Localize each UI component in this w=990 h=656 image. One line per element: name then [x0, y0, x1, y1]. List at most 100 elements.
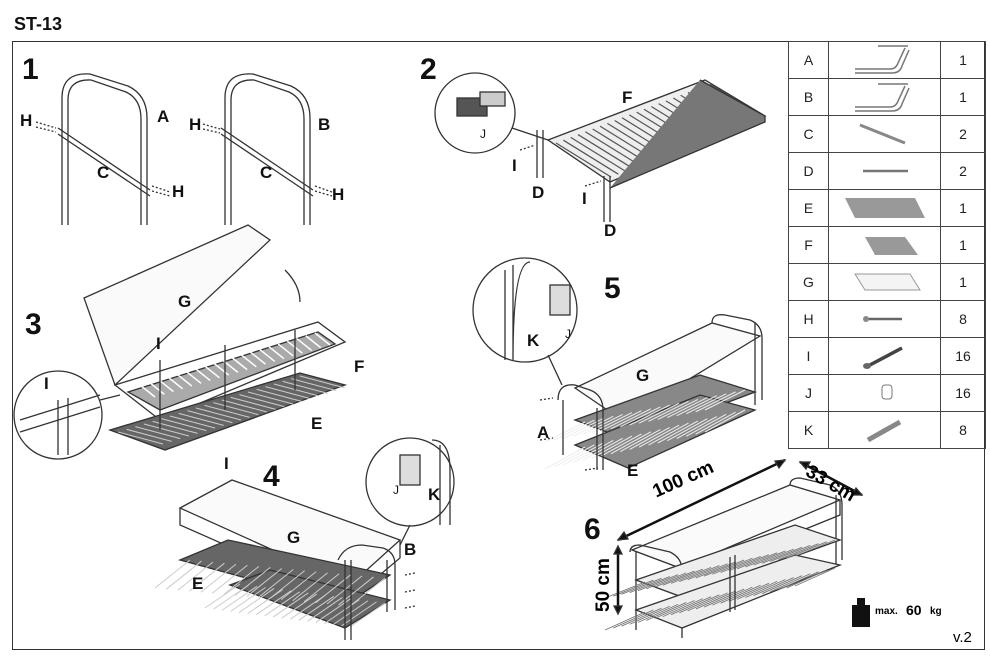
- part-label-d: D: [604, 221, 617, 240]
- slat: [303, 573, 340, 603]
- slat: [737, 552, 778, 570]
- slat: [591, 435, 633, 459]
- step2-shelf-f: [434, 72, 767, 222]
- slat: [555, 142, 612, 178]
- slat: [290, 594, 326, 620]
- slat: [554, 444, 595, 468]
- step-3-number: 3: [25, 308, 42, 341]
- slat: [257, 569, 294, 598]
- part-image: [828, 115, 941, 153]
- slat: [704, 409, 746, 433]
- slat: [544, 421, 586, 443]
- slat: [194, 367, 211, 382]
- part-image: [828, 263, 941, 301]
- slat: [117, 431, 164, 445]
- slat: [604, 581, 646, 599]
- slat: [143, 423, 190, 437]
- slat: [230, 586, 266, 612]
- slat: [282, 380, 328, 394]
- part-image: [828, 374, 941, 412]
- slat: [648, 422, 689, 446]
- part-image: [828, 226, 941, 264]
- slat: [167, 376, 184, 390]
- part-quantity: 1: [940, 226, 986, 264]
- slat: [204, 404, 250, 418]
- slat: [620, 429, 661, 453]
- slat: [667, 418, 708, 442]
- part-label-g: G: [636, 366, 650, 385]
- part-label-e: E: [627, 461, 639, 480]
- slat: [213, 584, 249, 610]
- slat: [654, 570, 695, 588]
- part-label-k: K: [428, 485, 441, 504]
- slat: [629, 404, 670, 426]
- part-label-b: B: [404, 540, 417, 559]
- slat: [187, 410, 233, 424]
- slat: [720, 584, 761, 604]
- slat: [745, 579, 786, 598]
- slat: [314, 332, 331, 346]
- slat: [573, 415, 614, 437]
- slat: [736, 580, 778, 600]
- slat: [250, 351, 266, 365]
- step4-bench-assembly: [154, 437, 455, 640]
- slat: [704, 389, 746, 411]
- slat: [154, 559, 191, 589]
- part-label-i: I: [512, 156, 517, 175]
- slat: [676, 416, 718, 439]
- slat: [185, 370, 202, 384]
- part-label-j: J: [480, 127, 486, 141]
- slat: [662, 568, 703, 586]
- slat: [657, 420, 699, 444]
- part-quantity: 8: [940, 300, 986, 338]
- slat: [685, 393, 727, 415]
- slat: [638, 424, 680, 448]
- slat: [291, 378, 337, 392]
- part-quantity: 2: [940, 115, 986, 153]
- part-id: F: [788, 226, 829, 264]
- slat: [166, 560, 202, 590]
- slat: [239, 394, 285, 408]
- slat: [277, 343, 294, 357]
- slat: [613, 609, 654, 629]
- slat: [770, 545, 811, 562]
- step1-frame-a: [35, 73, 171, 225]
- large-slatted-shelf-icon: [844, 198, 925, 218]
- slat: [246, 568, 283, 597]
- slat: [591, 412, 633, 434]
- slat: [679, 594, 720, 614]
- part-label-c: C: [260, 163, 273, 182]
- slat: [761, 546, 803, 564]
- slat: [212, 564, 248, 594]
- slat: [703, 588, 745, 608]
- slat: [695, 590, 737, 610]
- step-6-number: 6: [584, 513, 601, 546]
- small-slatted-shelf-icon: [864, 237, 918, 255]
- slat: [200, 563, 237, 593]
- part-id: G: [788, 263, 829, 301]
- slat: [221, 585, 258, 611]
- slat: [695, 561, 737, 579]
- slat: [341, 601, 377, 627]
- step-2-number: 2: [420, 53, 437, 86]
- part-id: D: [788, 152, 829, 190]
- part-label-g: G: [287, 528, 301, 547]
- slat: [204, 583, 241, 609]
- slat: [778, 571, 819, 591]
- slat: [657, 398, 699, 420]
- part-label-j: J: [565, 327, 571, 341]
- slat: [646, 602, 687, 621]
- slat: [189, 562, 225, 592]
- part-label-g: G: [178, 292, 192, 311]
- slat: [324, 599, 360, 625]
- slat: [621, 577, 662, 595]
- slat: [629, 605, 670, 625]
- version-label: v.2: [953, 629, 972, 646]
- step5-bench-assembly: [472, 257, 763, 471]
- slat: [667, 397, 708, 418]
